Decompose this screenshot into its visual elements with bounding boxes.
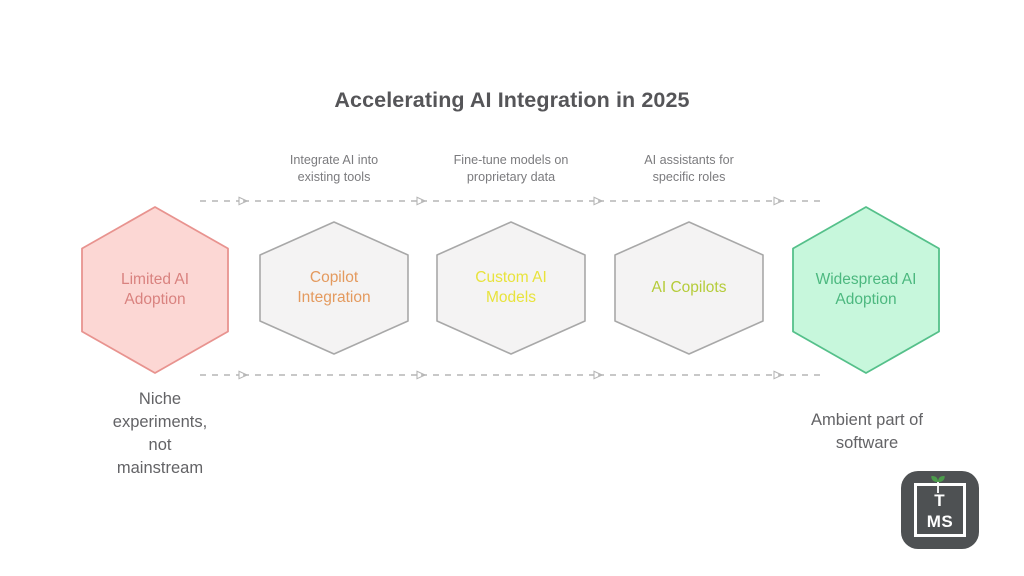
hexagon-limited-ai-adoption[interactable] [81, 206, 229, 374]
logo-letter-t: T [934, 491, 946, 510]
logo-inner-frame: T MS [914, 483, 966, 537]
hexagon-copilot-integration[interactable] [259, 221, 409, 355]
hexagon-custom-ai-models[interactable] [436, 221, 586, 355]
hexagon-widespread-ai-adoption[interactable] [792, 206, 940, 374]
caption-top-custom-ai-models: Fine-tune models on proprietary data [453, 153, 569, 184]
caption-top-copilot-integration: Integrate AI into existing tools [289, 153, 379, 184]
tms-logo[interactable]: T MS [901, 471, 979, 549]
hexagon-ai-copilots[interactable] [614, 221, 764, 355]
caption-top-ai-copilots: AI assistants for specific roles [644, 153, 734, 184]
logo-letters-ms: MS [926, 512, 954, 531]
caption-bottom-right: Ambient part of software [811, 411, 923, 452]
caption-bottom-left: Niche experiments, not mainstream [112, 390, 208, 477]
sprout-icon [931, 476, 945, 493]
page-title: Accelerating AI Integration in 2025 [334, 88, 690, 112]
